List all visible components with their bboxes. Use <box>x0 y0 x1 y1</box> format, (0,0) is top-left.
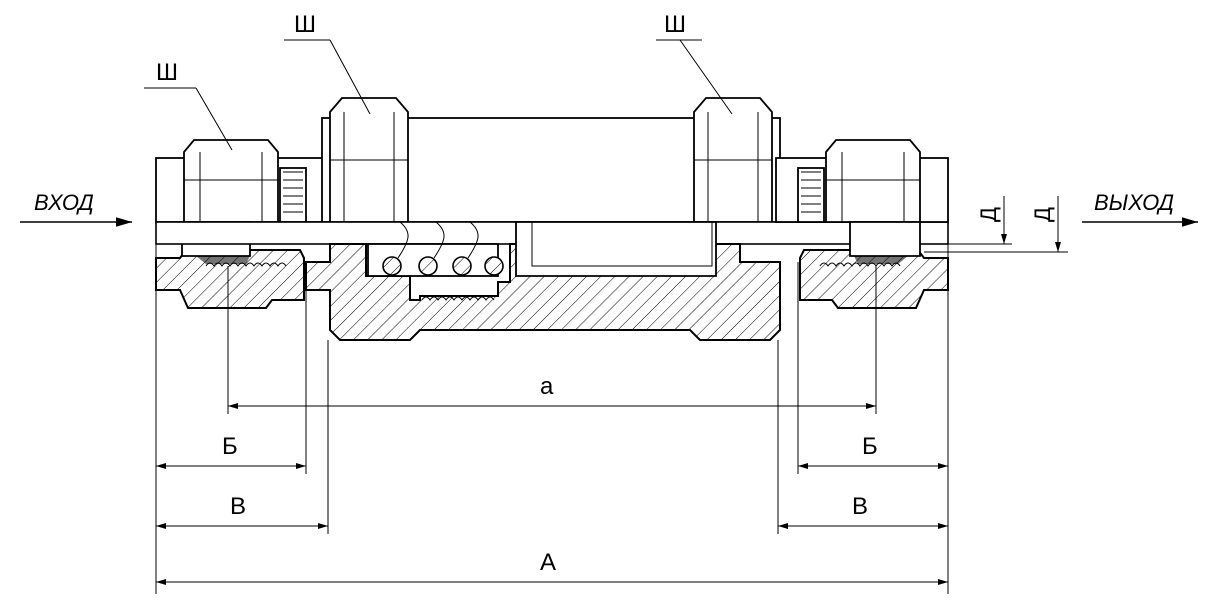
dim-b-right-label: Б <box>862 433 878 460</box>
dim-a-label: а <box>540 373 554 400</box>
dimensions: а Б Б В В А Д Д <box>155 196 1068 594</box>
dim-d1-label: Д <box>976 207 1001 222</box>
inlet-indicator: ВХОД <box>20 190 132 227</box>
wrench-label-mid-right: Ш <box>664 11 686 38</box>
outlet-indicator: ВЫХОД <box>1082 190 1198 227</box>
left-fitting <box>155 139 329 309</box>
wrench-label-left: Ш <box>156 59 178 86</box>
wrench-callouts: Ш Ш Ш <box>144 11 733 151</box>
dim-d2-label: Д <box>1030 207 1055 222</box>
inlet-label: ВХОД <box>34 190 94 215</box>
center-body <box>155 97 949 341</box>
right-fitting <box>775 139 949 309</box>
left-nut <box>183 139 279 223</box>
right-nut <box>825 139 921 223</box>
dim-v-left-label: В <box>230 493 246 520</box>
dim-v-right-label: В <box>852 493 868 520</box>
wrench-label-mid-left: Ш <box>294 11 316 38</box>
outlet-label: ВЫХОД <box>1094 190 1174 215</box>
dim-b-left-label: Б <box>222 433 238 460</box>
dim-A-label: А <box>540 549 556 576</box>
